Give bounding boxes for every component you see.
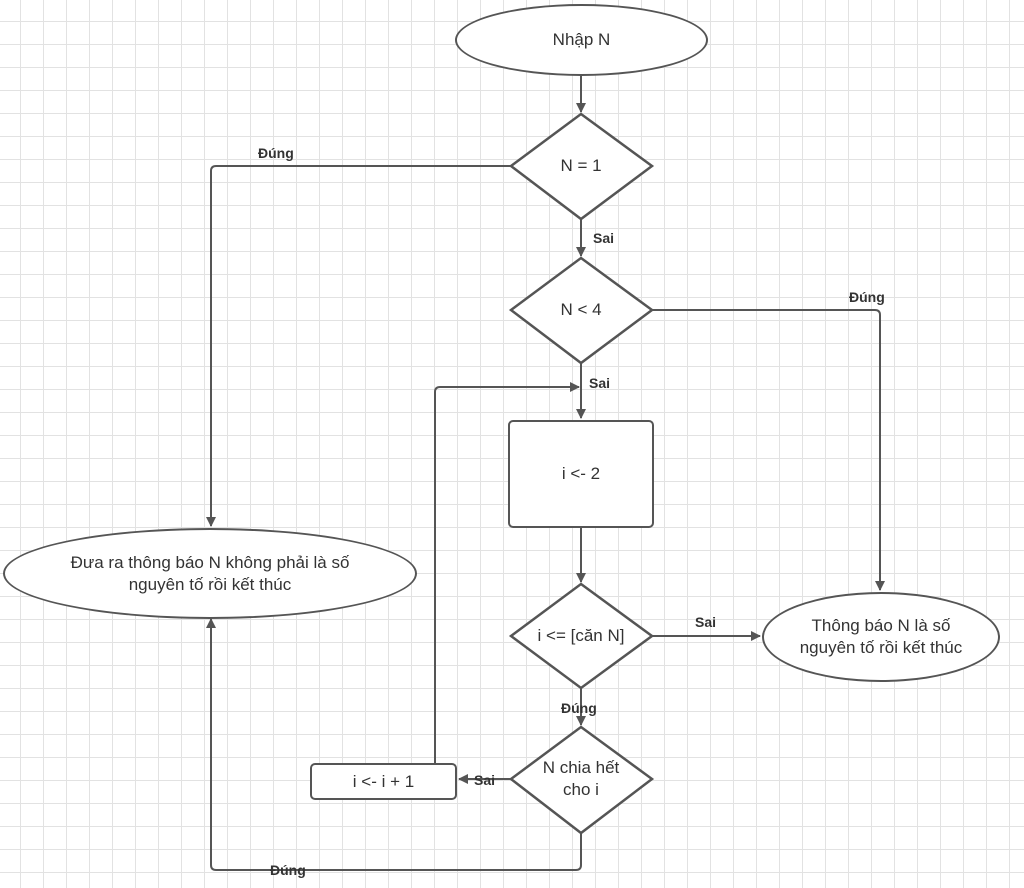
edge-div-true (206, 618, 582, 871)
not-prime-node: Đưa ra thông báo N không phải là số nguy… (3, 528, 417, 619)
decision-n1-label: N = 1 (560, 156, 602, 175)
start-node: Nhập N (455, 4, 708, 76)
init-i-box: i <- 2 (508, 420, 654, 528)
decision-n4-label: N < 4 (560, 300, 602, 319)
edge-n1-true (206, 165, 511, 527)
decision-loop-label: i <= [căn N] (537, 626, 625, 645)
label-n4-false: Sai (589, 375, 611, 391)
label-loop-false: Sai (695, 614, 717, 630)
edge-inc-loop-back (434, 382, 580, 763)
decision-div-label: N chia hết cho i (542, 758, 620, 799)
edge-n4-true (652, 309, 885, 591)
label-div-false: Sai (474, 772, 496, 788)
label-n1-true: Đúng (258, 145, 294, 161)
is-prime-node: Thông báo N là số nguyên tố rồi kết thúc (762, 592, 1000, 682)
label-n1-false: Sai (593, 230, 615, 246)
label-loop-true: Đúng (561, 700, 597, 716)
label-n4-true: Đúng (849, 289, 885, 305)
label-div-true: Đúng (270, 862, 306, 878)
inc-i-box: i <- i + 1 (310, 763, 457, 800)
